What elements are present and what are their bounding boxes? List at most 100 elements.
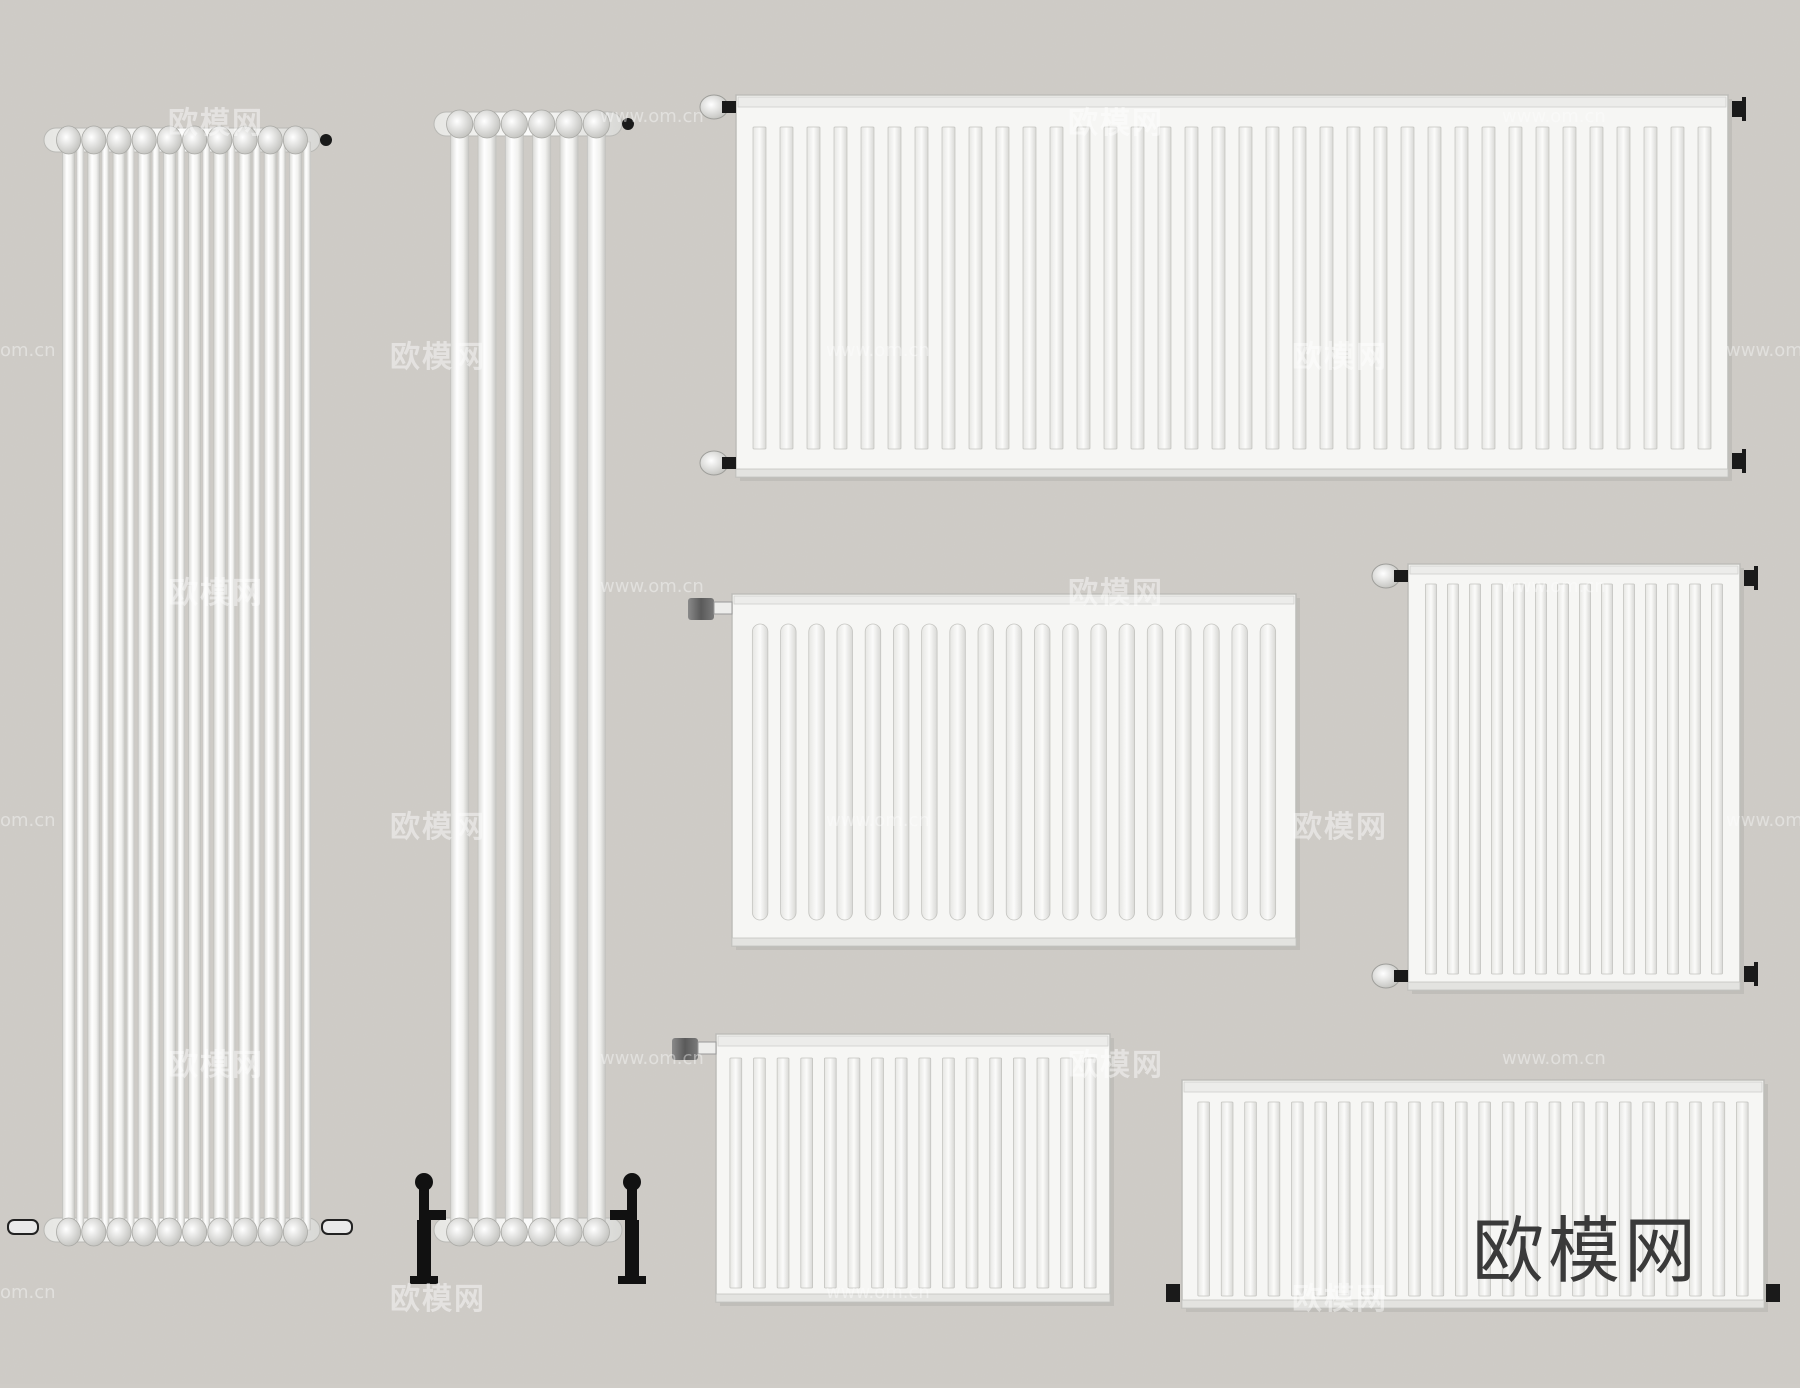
watermark-brand: 欧模网	[1292, 1282, 1388, 1317]
panel-radiator-middle-right	[1371, 563, 1758, 994]
watermark-url-short: om.cn	[0, 810, 56, 831]
column-cap-bottom	[207, 1217, 233, 1247]
column-tube	[559, 125, 579, 1231]
plug-icon	[1732, 453, 1742, 469]
top-grille	[737, 96, 1727, 108]
panel-fin	[1005, 623, 1023, 921]
panel-fin	[941, 126, 956, 450]
panel-body	[1407, 563, 1741, 991]
watermark-brand: 欧模网	[1068, 106, 1164, 141]
panel-fin	[1060, 1057, 1073, 1289]
panel-fin	[1513, 583, 1525, 975]
panel-fin	[1211, 126, 1226, 450]
panel-fin	[1501, 1101, 1515, 1297]
panel-fin	[1373, 126, 1388, 450]
panel-fin	[1197, 1101, 1210, 1297]
top-grille	[1409, 565, 1739, 575]
column-tube	[62, 141, 75, 1231]
panel-fin	[1711, 583, 1723, 975]
plug-icon	[1166, 1284, 1180, 1302]
thermostat-valve	[672, 1038, 698, 1060]
watermark-url: www.om.cn	[1502, 106, 1606, 127]
column-tube	[450, 125, 470, 1231]
panel-fin	[751, 623, 769, 921]
top-grille	[733, 595, 1295, 605]
bottom-lip	[731, 937, 1297, 947]
plug-icon	[1742, 97, 1746, 121]
valve-pipe	[417, 1220, 431, 1280]
column-cap-bottom	[500, 1217, 528, 1247]
bottom-lip	[1407, 981, 1741, 991]
panel-fin	[864, 623, 882, 921]
panel-fin	[1036, 1057, 1050, 1289]
watermark-url-short: om.cn	[0, 340, 56, 361]
column-cap-bottom	[106, 1217, 132, 1247]
panel-fin	[1034, 623, 1051, 921]
valve-head	[415, 1173, 433, 1191]
bottom-lip	[715, 1293, 1111, 1303]
watermark-brand: 欧模网	[1068, 576, 1164, 611]
panel-fin	[1427, 126, 1442, 450]
panel-fin	[1645, 583, 1657, 975]
panel-fin	[1314, 1101, 1328, 1297]
column-tube	[137, 141, 151, 1231]
panel-fin	[968, 126, 983, 450]
plug-icon	[1742, 449, 1746, 473]
panel-fin	[1238, 126, 1253, 450]
panel-fin	[1535, 583, 1547, 975]
watermark-brand: 欧模网	[390, 340, 486, 375]
plug-icon	[1744, 570, 1754, 586]
panel-fin	[1319, 126, 1334, 450]
panel-fin	[1400, 126, 1415, 450]
panel-fin	[1076, 126, 1091, 450]
panel-fin	[1118, 623, 1136, 921]
column-cap-top	[582, 109, 610, 139]
valve-connector	[697, 1041, 717, 1055]
panel-fin	[1508, 126, 1523, 450]
panel-fin	[1361, 1101, 1374, 1297]
column-tube-rear	[277, 141, 286, 1231]
panel-fin	[1447, 583, 1459, 975]
column-cap-top	[156, 125, 182, 155]
column-cap-bottom	[156, 1217, 182, 1247]
panel-fin	[1535, 126, 1550, 450]
panel-fin	[1408, 1101, 1421, 1297]
top-grille	[717, 1035, 1109, 1047]
valve-connector	[713, 601, 733, 615]
column-cap-bottom	[257, 1217, 283, 1247]
column-tube	[504, 125, 524, 1231]
panel-fin	[1083, 1057, 1097, 1289]
panel-fin	[729, 1057, 743, 1289]
plug-icon	[1754, 962, 1758, 986]
panel-body	[715, 1033, 1111, 1303]
column-tube	[477, 125, 497, 1231]
watermark-url: www.om.cn	[600, 106, 704, 127]
panel-fin	[1267, 1101, 1281, 1297]
panel-fin	[1454, 126, 1469, 450]
panel-fin	[1670, 126, 1685, 450]
panel-fin	[1431, 1101, 1445, 1297]
column-cap-bottom	[56, 1217, 82, 1247]
column-radiator-tall-left	[7, 125, 353, 1247]
watermark-brand: 欧模网	[390, 810, 486, 845]
top-grille	[1183, 1081, 1763, 1093]
panel-fin	[1616, 126, 1631, 450]
panel-fin	[894, 1057, 908, 1289]
panel-fin	[914, 126, 929, 450]
column-cap-bottom	[555, 1217, 583, 1247]
valve-connector	[1394, 570, 1408, 582]
panel-fin	[1525, 1101, 1538, 1297]
valve-flange	[410, 1276, 438, 1284]
watermark-url: www.om.cn	[826, 810, 930, 831]
watermark-url: www.om.cn	[826, 340, 930, 361]
panel-fin	[1157, 126, 1172, 450]
column-cap-bottom	[582, 1217, 610, 1247]
column-cap-bottom	[282, 1217, 308, 1247]
watermark-brand: 欧模网	[1292, 810, 1388, 845]
panel-fin	[1601, 583, 1613, 975]
watermark-url: www.om.cn	[1726, 810, 1800, 831]
panel-fin	[1337, 1101, 1351, 1297]
panel-radiator-bottom-right	[1166, 1079, 1780, 1312]
